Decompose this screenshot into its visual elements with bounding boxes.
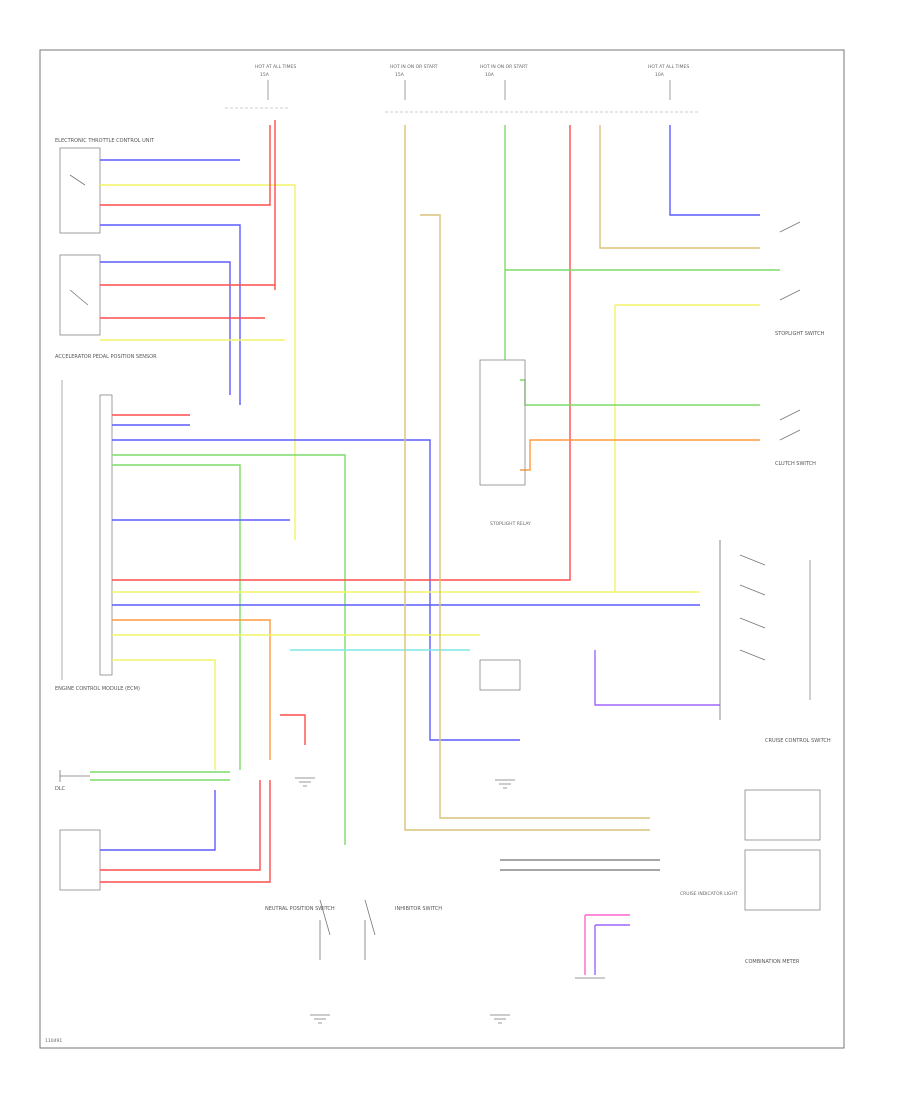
neutral-position-switch: NEUTRAL POSITION SWITCH [265, 899, 335, 960]
dlc-label: DLC [55, 786, 66, 792]
fuse-4: HOT AT ALL TIMES 10A [648, 64, 689, 100]
dlc: DLC [55, 770, 90, 792]
accelerator-sensor: ACCELERATOR PEDAL POSITION SENSOR [55, 254, 157, 360]
stoplight-relay-label: STOPLIGHT RELAY [490, 521, 531, 527]
fuse-1: HOT AT ALL TIMES 15A [255, 64, 296, 100]
figure-id: 110491 [45, 1038, 62, 1044]
fuse-1-rating: 15A [260, 72, 270, 78]
stoplight-switch-label: STOPLIGHT SWITCH [775, 331, 825, 337]
ecm: ENGINE CONTROL MODULE (ECM) [55, 380, 140, 692]
fuse-2-rating: 15A [395, 72, 405, 78]
cruise-switch-label: CRUISE CONTROL SWITCH [765, 738, 831, 744]
neutral-switch-label: NEUTRAL POSITION SWITCH [265, 906, 335, 912]
fuse-2: HOT IN ON OR START 15A [390, 64, 438, 100]
fuse-bus: HOT AT ALL TIMES 15A HOT IN ON OR START … [225, 64, 700, 113]
clutch-switch-label: CLUTCH SWITCH [775, 461, 816, 467]
fuse-1-label: HOT AT ALL TIMES [255, 64, 296, 70]
electronic-throttle-label: ELECTRONIC THROTTLE CONTROL UNIT [55, 138, 155, 144]
stoplight-switch: STOPLIGHT SWITCH [775, 221, 825, 337]
ground-symbols [295, 777, 605, 1024]
fuse-3-rating: 10A [485, 72, 495, 78]
accelerator-sensor-label: ACCELERATOR PEDAL POSITION SENSOR [55, 354, 157, 360]
fuse-2-label: HOT IN ON OR START [390, 64, 438, 70]
fuse-4-label: HOT AT ALL TIMES [648, 64, 689, 70]
cruise-indicator-label: CRUISE INDICATOR LIGHT [680, 891, 738, 897]
fuse-4-rating: 10A [655, 72, 665, 78]
stoplight-relay: STOPLIGHT RELAY [479, 359, 531, 691]
wire-harness-left [90, 120, 700, 883]
ecm-label: ENGINE CONTROL MODULE (ECM) [55, 686, 140, 692]
inhibitor-switch-label: INHIBITOR SWITCH [395, 906, 442, 912]
cruise-control-switch: CRUISE CONTROL SWITCH [719, 540, 831, 744]
combination-meter-box [59, 829, 101, 891]
inhibitor-switch: INHIBITOR SWITCH [364, 899, 442, 960]
clutch-switch: CLUTCH SWITCH [775, 409, 816, 467]
electronic-throttle-control: ELECTRONIC THROTTLE CONTROL UNIT [55, 138, 155, 234]
fuse-3-label: HOT IN ON OR START [480, 64, 528, 70]
combination-meter-label: COMBINATION METER [745, 959, 800, 965]
combination-meter: COMBINATION METER CRUISE INDICATOR LIGHT [680, 789, 821, 965]
wire-harness-right [404, 125, 780, 975]
diagram-border [39, 49, 845, 1049]
fuse-3: HOT IN ON OR START 10A [480, 64, 528, 100]
